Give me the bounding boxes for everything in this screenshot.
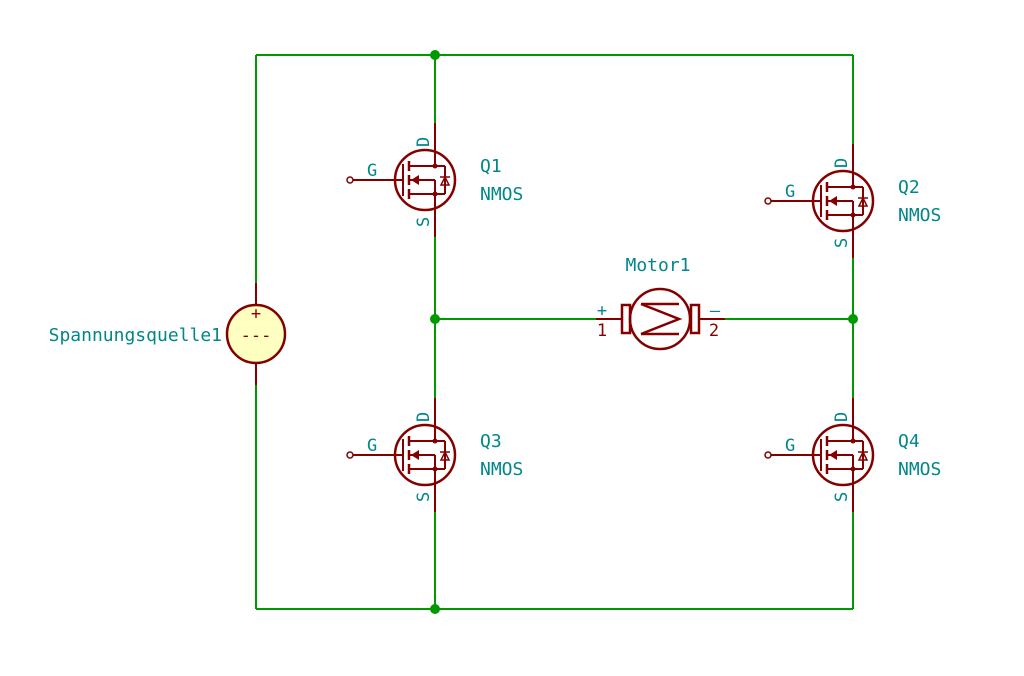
motor-pin1-number: 1 bbox=[597, 321, 607, 341]
junction-bottom bbox=[430, 604, 440, 614]
motor: Motor1 + 1 – 2 bbox=[596, 255, 725, 351]
junctions bbox=[430, 50, 858, 614]
voltage-source-minus: --- bbox=[241, 326, 272, 346]
motor-pin2-number: 2 bbox=[709, 321, 719, 341]
mosfet-drain-label: D bbox=[414, 137, 434, 147]
motor-symbol bbox=[628, 287, 692, 351]
motor-pin1-sign: + bbox=[597, 301, 607, 321]
junction-top bbox=[430, 50, 440, 60]
mosfet-value-label: NMOS bbox=[480, 459, 523, 480]
mosfet-ref-label: Q3 bbox=[480, 431, 502, 452]
mosfet-drain-label: D bbox=[414, 412, 434, 422]
mosfet-ref-label: Q2 bbox=[898, 177, 920, 198]
mosfet-drain-label: D bbox=[832, 158, 852, 168]
mosfet-ref-label: Q4 bbox=[898, 431, 920, 452]
voltage-source-plus: + bbox=[251, 304, 261, 324]
mosfet-gate-label: G bbox=[785, 436, 795, 456]
gate-terminal bbox=[764, 197, 772, 205]
junction-mid-left bbox=[430, 314, 440, 324]
wires bbox=[255, 54, 854, 610]
mosfet-value-label: NMOS bbox=[480, 184, 523, 205]
mosfet-source-label: S bbox=[414, 492, 434, 502]
mosfet-value-label: NMOS bbox=[898, 459, 941, 480]
mosfet-gate-label: G bbox=[785, 182, 795, 202]
mosfet-ref-label: Q1 bbox=[480, 156, 502, 177]
motor-pin2-sign: – bbox=[710, 301, 721, 321]
voltage-source-symbol bbox=[225, 303, 287, 365]
mosfet-source-label: S bbox=[832, 238, 852, 248]
motor-label: Motor1 bbox=[625, 255, 690, 276]
mosfet-gate-label: G bbox=[367, 161, 377, 181]
mosfet-gate-label: G bbox=[367, 436, 377, 456]
gate-terminal bbox=[764, 451, 772, 459]
voltage-source-label: Spannungsquelle1 bbox=[49, 325, 222, 346]
mosfet-value-label: NMOS bbox=[898, 205, 941, 226]
voltage-source: + --- Spannungsquelle1 bbox=[49, 283, 287, 385]
gate-terminal bbox=[346, 176, 354, 184]
junction-mid-right bbox=[848, 314, 858, 324]
mosfet-source-label: S bbox=[414, 217, 434, 227]
mosfet-drain-label: D bbox=[832, 412, 852, 422]
gate-terminal bbox=[346, 451, 354, 459]
mosfet-source-label: S bbox=[832, 492, 852, 502]
